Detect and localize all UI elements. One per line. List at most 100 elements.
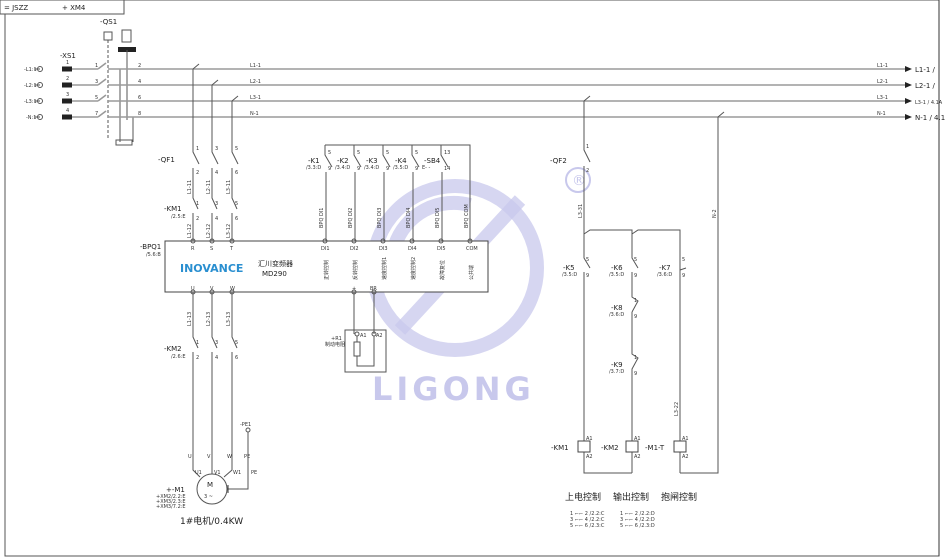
svg-text:9: 9: [586, 273, 589, 279]
wire: [583, 234, 687, 473]
di-pin-label: DI3: [379, 246, 388, 252]
svg-text:5: 5: [235, 146, 238, 152]
svg-text:9: 9: [634, 371, 637, 377]
svg-text:L2-13: L2-13: [206, 312, 212, 326]
svg-text:N-1: N-1: [250, 111, 259, 117]
coil-pin: A2: [586, 454, 593, 460]
svg-text:-PE1: -PE1: [240, 422, 251, 428]
svg-text:/3.6:D: /3.6:D: [657, 272, 672, 278]
svg-text:L3-1: L3-1: [877, 95, 888, 101]
svg-text:上电控制: 上电控制: [565, 491, 601, 503]
svg-text:U: U: [188, 454, 192, 460]
bus-target-n[interactable]: N-1 / 4.1A: [915, 114, 945, 122]
coil-km1-label: -KM1: [551, 444, 569, 452]
supply-section: -L1:1 -L2:1 -L3:1 -N:1 -XS1 1 2 3 4 -QS1…: [24, 18, 141, 146]
di-function-label: 公共端: [468, 265, 475, 280]
pin-icon: [229, 289, 235, 295]
relay-ref: /3.4:D: [335, 165, 350, 171]
svg-text:9: 9: [634, 273, 637, 279]
di-wire-label: BPQ DI4: [406, 208, 412, 228]
svg-text:3: 3: [95, 79, 98, 85]
wire: [192, 63, 200, 241]
svg-text:5: 5: [235, 340, 238, 346]
svg-text:6: 6: [235, 216, 238, 222]
di-pin-icon: [351, 238, 357, 244]
svg-text:N-1: N-1: [877, 111, 886, 117]
svg-text:-XS1: -XS1: [60, 52, 76, 60]
svg-text:L3-11: L3-11: [226, 180, 232, 194]
wire: [211, 292, 218, 362]
relay-label: -K2: [337, 157, 349, 165]
relay-pin: 9: [386, 166, 389, 172]
di-pin-label: COM: [466, 246, 478, 252]
svg-text:4: 4: [215, 216, 218, 222]
svg-text:5 ⌐⌐ 6 /2.3:C: 5 ⌐⌐ 6 /2.3:C: [570, 523, 605, 529]
svg-text:-K7: -K7: [659, 264, 671, 272]
svg-text:MD290: MD290: [262, 270, 287, 278]
svg-text:V: V: [210, 286, 214, 292]
bus-target-l2[interactable]: L2-1 /: [915, 82, 936, 90]
relay-label: -K1: [308, 157, 320, 165]
svg-text:3: 3: [215, 146, 218, 152]
svg-text:-K8: -K8: [611, 304, 623, 312]
wire: [72, 94, 905, 102]
relay-ref: /3.5:D: [393, 165, 408, 171]
svg-text:1: 1: [196, 146, 199, 152]
svg-text:2: 2: [196, 216, 199, 222]
svg-text:输出控制: 输出控制: [613, 491, 649, 503]
svg-text:L1-11: L1-11: [187, 180, 193, 194]
pin-icon: [229, 238, 235, 244]
bus-target-l1[interactable]: L1-1 /: [915, 66, 936, 74]
svg-text:2: 2: [138, 63, 141, 69]
di-pin-icon: [322, 238, 328, 244]
svg-text:+R1: +R1: [331, 336, 342, 342]
wire: [411, 145, 420, 241]
svg-text:制动电阻: 制动电阻: [325, 341, 345, 348]
pin-icon: [209, 289, 215, 295]
connector-pin-number: 2: [66, 76, 69, 82]
svg-text:L2-1: L2-1: [250, 79, 261, 85]
svg-text:L1-1: L1-1: [877, 63, 888, 69]
svg-text:-L1:1: -L1:1: [24, 67, 37, 73]
svg-text:2: 2: [196, 170, 199, 176]
svg-text:3 ~: 3 ~: [204, 494, 213, 500]
wire: [583, 111, 725, 474]
svg-text:-L2:1: -L2:1: [24, 83, 37, 89]
di-pin-icon: [409, 238, 415, 244]
relay-ref: /3.4:D: [364, 165, 379, 171]
pin-icon: [209, 238, 215, 244]
relay-label: -K4: [395, 157, 407, 165]
connector-pin-number: 3: [66, 92, 69, 98]
svg-text:1 ⌐⌐ 2 /2.2:C: 1 ⌐⌐ 2 /2.2:C: [570, 511, 605, 517]
svg-text:L3-12: L3-12: [226, 224, 232, 238]
svg-text:5: 5: [95, 95, 98, 101]
installation-label: + XM4: [62, 4, 86, 12]
svg-text:/3.5:D: /3.5:D: [609, 272, 624, 278]
connector-pin-icon: [62, 114, 72, 120]
coil-pin: A1: [634, 436, 641, 442]
bus-target-l3[interactable]: L3-1 / 4.1A: [915, 100, 943, 106]
coil-km2-label: -KM2: [601, 444, 619, 452]
svg-text:1: 1: [196, 340, 199, 346]
svg-text:9: 9: [634, 314, 637, 320]
svg-text:S: S: [210, 246, 213, 252]
svg-text:9: 9: [682, 273, 685, 279]
connector-pin-number: 4: [66, 108, 69, 114]
relay-label: -K3: [366, 157, 378, 165]
svg-text:+XM3/2.3:E: +XM3/2.3:E: [156, 499, 186, 505]
svg-text:5: 5: [235, 201, 238, 207]
svg-text:-L3:1: -L3:1: [24, 99, 37, 105]
di-pin-label: DI5: [437, 246, 446, 252]
relay-pin: 14: [444, 166, 450, 172]
header-box: [0, 0, 125, 15]
wire: [440, 145, 449, 241]
di-wire-label: BPQ DI3: [377, 208, 383, 228]
svg-text:L3-22: L3-22: [674, 402, 680, 416]
svg-text:PE: PE: [251, 470, 257, 476]
wire: [72, 62, 905, 70]
svg-text:4: 4: [138, 79, 141, 85]
coil-m1t-label: -M1-T: [645, 444, 665, 452]
